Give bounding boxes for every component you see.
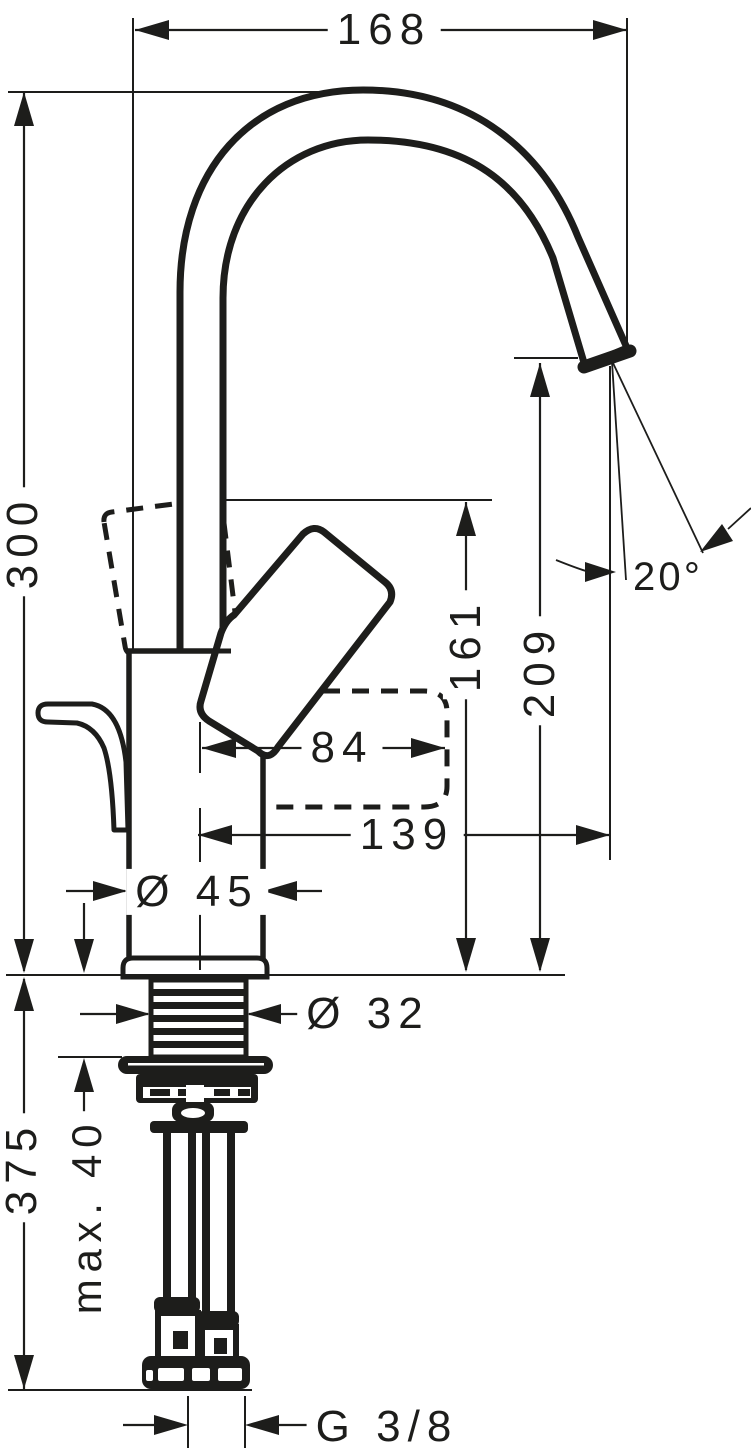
spout-outlet-face bbox=[577, 344, 637, 374]
dim-label-outlet-angle: 20° bbox=[632, 555, 704, 599]
outlet-angle-lines bbox=[555, 361, 751, 581]
dim-label-handle-height: 161 bbox=[441, 590, 490, 700]
dim-label-outlet-reach: 139 bbox=[350, 811, 464, 859]
dim-label-body-diameter: Ø 45 bbox=[126, 868, 268, 916]
side-lever bbox=[35, 701, 131, 833]
threaded-shank bbox=[148, 977, 249, 1060]
body-base-plate bbox=[120, 955, 270, 980]
dim-label-height-above-deck: 300 bbox=[0, 487, 47, 597]
dim-label-connection-thread: G 3/8 bbox=[306, 1403, 468, 1451]
mounting-washer bbox=[118, 1056, 273, 1074]
dim-label-outlet-height: 209 bbox=[515, 616, 564, 726]
hose-connectors bbox=[142, 1297, 250, 1389]
dim-label-mounting-thickness: max. 40 bbox=[63, 1110, 110, 1322]
extension-lines bbox=[6, 18, 628, 1448]
handle-dashed-horizontal-position bbox=[265, 688, 450, 810]
dim-label-handle-reach: 84 bbox=[301, 724, 383, 772]
handle-solid-position bbox=[196, 525, 396, 760]
dimension-arrowheads bbox=[14, 20, 733, 1435]
dim-label-spout-width: 168 bbox=[327, 6, 441, 54]
spout-outline bbox=[176, 86, 637, 657]
handle-dashed-left-position bbox=[101, 496, 241, 657]
mounting-nut bbox=[136, 1074, 258, 1133]
dim-label-shank-diameter: Ø 32 bbox=[297, 990, 439, 1038]
dim-label-height-below-deck: 375 bbox=[0, 1113, 46, 1223]
supply-hoses bbox=[163, 1133, 235, 1315]
